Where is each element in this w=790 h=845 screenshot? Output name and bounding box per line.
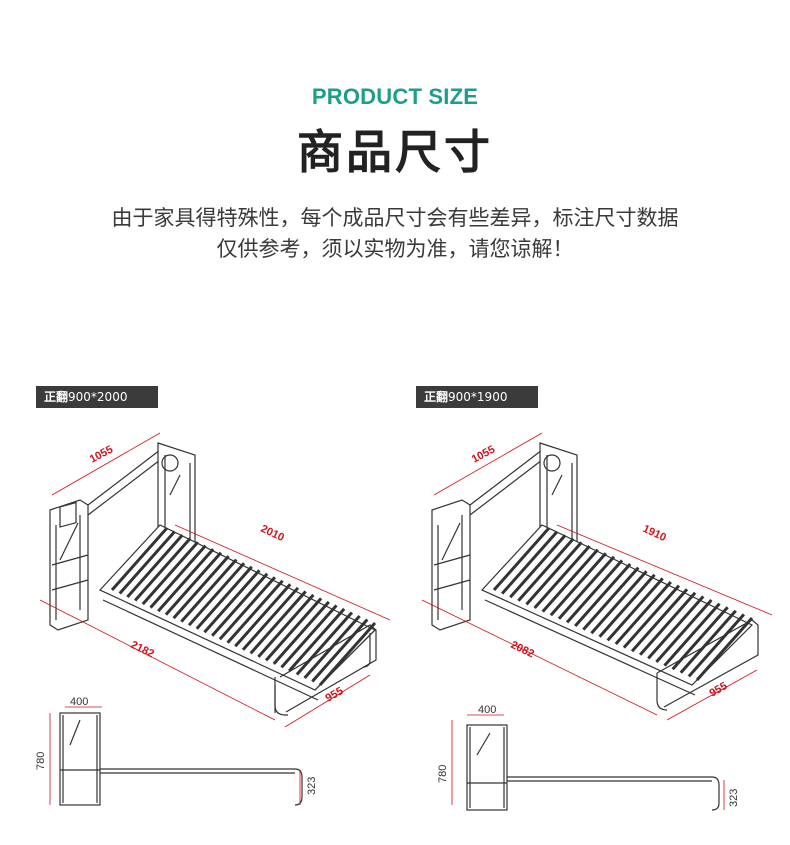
bed-slat (517, 537, 575, 602)
bed-slat (218, 576, 276, 641)
bed-slat (133, 537, 192, 602)
bed-slat (565, 559, 624, 624)
bed-slat (264, 597, 323, 662)
bed-slat (500, 530, 559, 595)
bed-slat (541, 548, 599, 613)
bed-slat (574, 563, 632, 627)
bed-slat (226, 579, 284, 644)
bed-slat (606, 577, 664, 642)
bed-slat (622, 584, 681, 649)
bed-slat (180, 558, 238, 623)
dim-overall: 2082 (509, 639, 536, 661)
bed-slat (172, 555, 230, 620)
bed-slat (679, 609, 737, 674)
dim-width-top: 1055 (88, 444, 115, 466)
variant-tag-2: 正翻900*1900 (416, 386, 538, 408)
dim-length: 2010 (259, 523, 286, 544)
bed-slat (492, 527, 551, 591)
tag-type: 正翻 (424, 390, 449, 404)
bed-slat (303, 614, 361, 679)
bed-slat (647, 595, 705, 660)
bed-slat (288, 607, 346, 672)
bed-slat (557, 555, 616, 620)
bed-slat (211, 572, 269, 637)
page-title: 商品尺寸 (297, 125, 493, 179)
bed-slat (164, 551, 223, 616)
bed-slat (509, 534, 567, 599)
bed-slat (671, 606, 729, 671)
bed-drawing-svg: 1055 2010 2182 955 400 780 323 (35, 432, 391, 806)
bed-slat (141, 541, 199, 606)
bed-slat (687, 613, 746, 678)
bed-slat (249, 590, 307, 655)
dim-bed-height: 323 (728, 789, 740, 807)
dim-side-height: 780 (437, 765, 449, 783)
bed-slat (234, 583, 292, 648)
dim-side-height: 780 (35, 752, 47, 770)
dim-length: 1910 (641, 523, 668, 544)
bed-slat (149, 544, 207, 609)
bed-slat (639, 591, 697, 656)
bed-slat (241, 586, 300, 651)
bed-diagram-900x2000: 1055 2010 2182 955 400 780 323 (30, 415, 400, 815)
bed-slat (126, 534, 184, 599)
bed-slat (257, 593, 315, 658)
dim-foot: 955 (708, 680, 730, 700)
section-eyebrow: PRODUCT SIZE (311, 84, 479, 109)
tag-type: 正翻 (44, 390, 69, 404)
bed-slat (582, 566, 640, 631)
disclaimer-line-1: 由于家具得特殊性，每个成品尺寸会有些差异，标注尺寸数据 (111, 206, 679, 230)
bed-slat (272, 600, 330, 665)
dim-side-depth: 400 (478, 704, 496, 716)
dim-side-depth: 400 (70, 696, 88, 708)
bed-slat (525, 541, 583, 606)
bed-slat (311, 618, 369, 683)
bed-slat (318, 622, 377, 686)
tag-size: 900*2000 (68, 390, 128, 404)
disclaimer-line-2: 仅供参考，须以实物为准，请您谅解！ (216, 237, 574, 261)
tag-size: 900*1900 (448, 390, 508, 404)
bed-drawing-svg: 1055 1910 2082 955 400 780 323 (421, 432, 773, 811)
dim-bed-height: 323 (306, 777, 318, 795)
bed-slat (157, 548, 215, 613)
dim-overall: 2182 (129, 639, 156, 661)
bed-slat (630, 588, 689, 653)
bed-slat (187, 562, 246, 627)
bed-slat (663, 602, 721, 667)
variant-tag-1: 正翻900*2000 (36, 386, 158, 408)
bed-slat (549, 552, 607, 617)
dim-width-top: 1055 (470, 444, 497, 466)
bed-slat (655, 599, 713, 663)
bed-slat (195, 565, 253, 630)
bed-slat (110, 527, 169, 591)
bed-slat (280, 604, 338, 669)
bed-slat (695, 617, 754, 681)
bed-slat (614, 581, 672, 645)
bed-slat (295, 611, 354, 676)
bed-slat (118, 530, 176, 595)
bed-slat (590, 570, 648, 635)
bed-slat (533, 545, 591, 609)
bed-slat (598, 573, 656, 638)
bed-diagram-900x1900: 1055 1910 2082 955 400 780 323 (412, 415, 782, 815)
bed-slat (203, 569, 261, 634)
